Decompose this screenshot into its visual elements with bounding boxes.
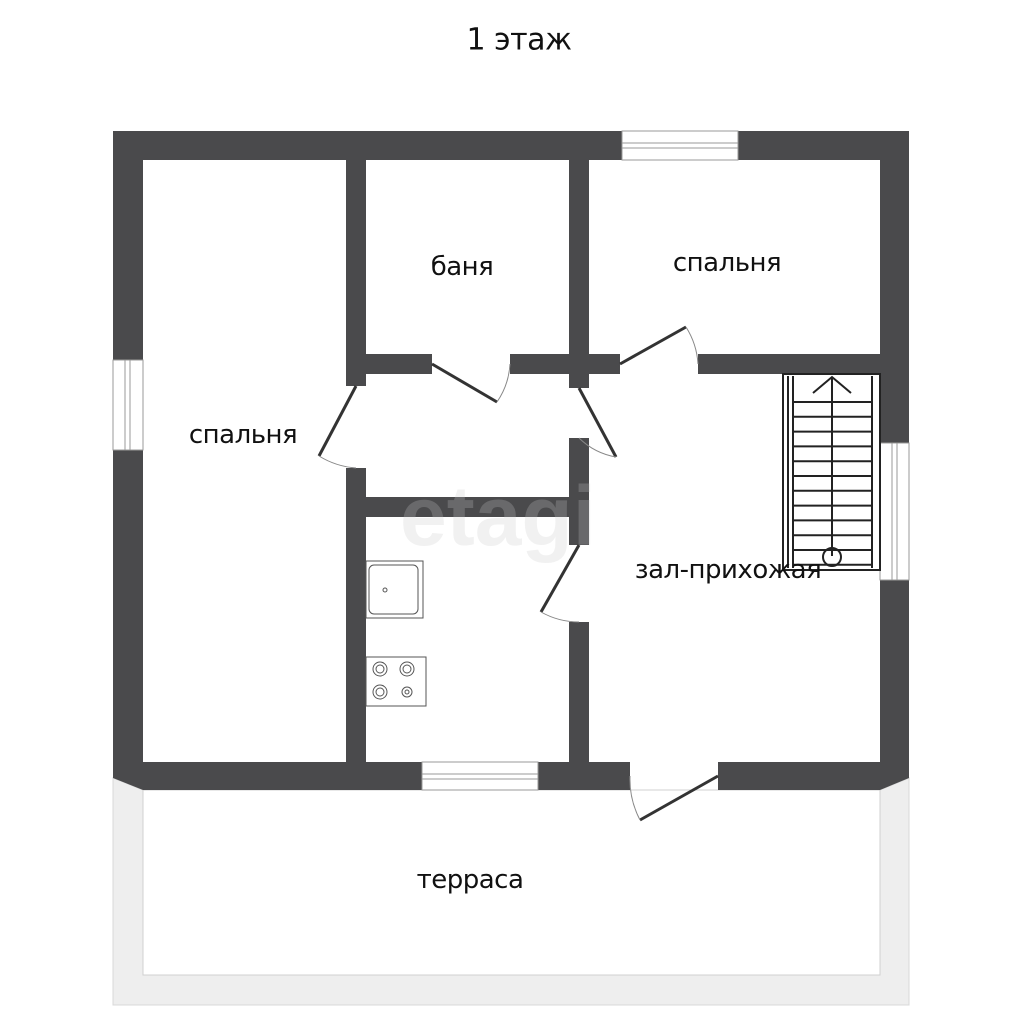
- outer-walls: [113, 131, 909, 790]
- room-label-bath: баня: [430, 252, 494, 282]
- floor-title: 1 этаж: [466, 22, 572, 58]
- windows: [112, 130, 910, 791]
- kitchen-sink: [365, 560, 424, 619]
- room-label-bedroom-right: спальня: [672, 248, 782, 278]
- room-label-bedroom-left: спальня: [188, 420, 298, 450]
- watermark: etagi: [400, 469, 597, 563]
- kitchen-stove: [365, 656, 427, 707]
- interior-walls: [346, 160, 880, 762]
- room-label-terrace: терраса: [416, 865, 524, 895]
- doors: [317, 325, 719, 822]
- staircase: [782, 373, 881, 571]
- room-label-hall: зал-прихожая: [634, 555, 822, 585]
- terrace: [112, 777, 910, 1006]
